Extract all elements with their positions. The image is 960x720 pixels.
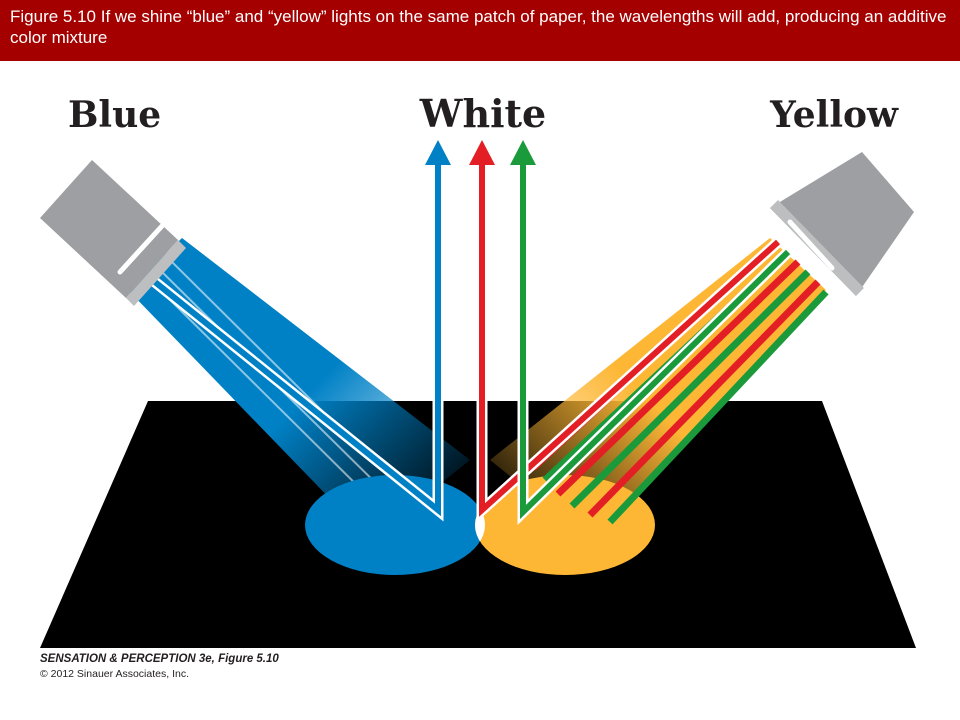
figure-caption: Figure 5.10 If we shine “blue” and “yell… [10,7,947,47]
lamp-icon [40,160,186,306]
lamp-icon [770,152,914,296]
additive-mixture-diagram: Blue White Yellow [40,91,916,648]
label-blue: Blue [68,94,161,136]
credit-copyright: © 2012 Sinauer Associates, Inc. [40,668,189,680]
blue-spot [305,475,485,575]
figure-credit: SENSATION & PERCEPTION 3e, Figure 5.10 ©… [40,652,279,681]
credit-title: SENSATION & PERCEPTION 3e, Figure 5.10 [40,653,279,665]
reflected-white-light [146,140,792,526]
caption-banner: Figure 5.10 If we shine “blue” and “yell… [0,0,960,61]
label-white: White [419,91,546,136]
label-yellow: Yellow [769,94,899,136]
